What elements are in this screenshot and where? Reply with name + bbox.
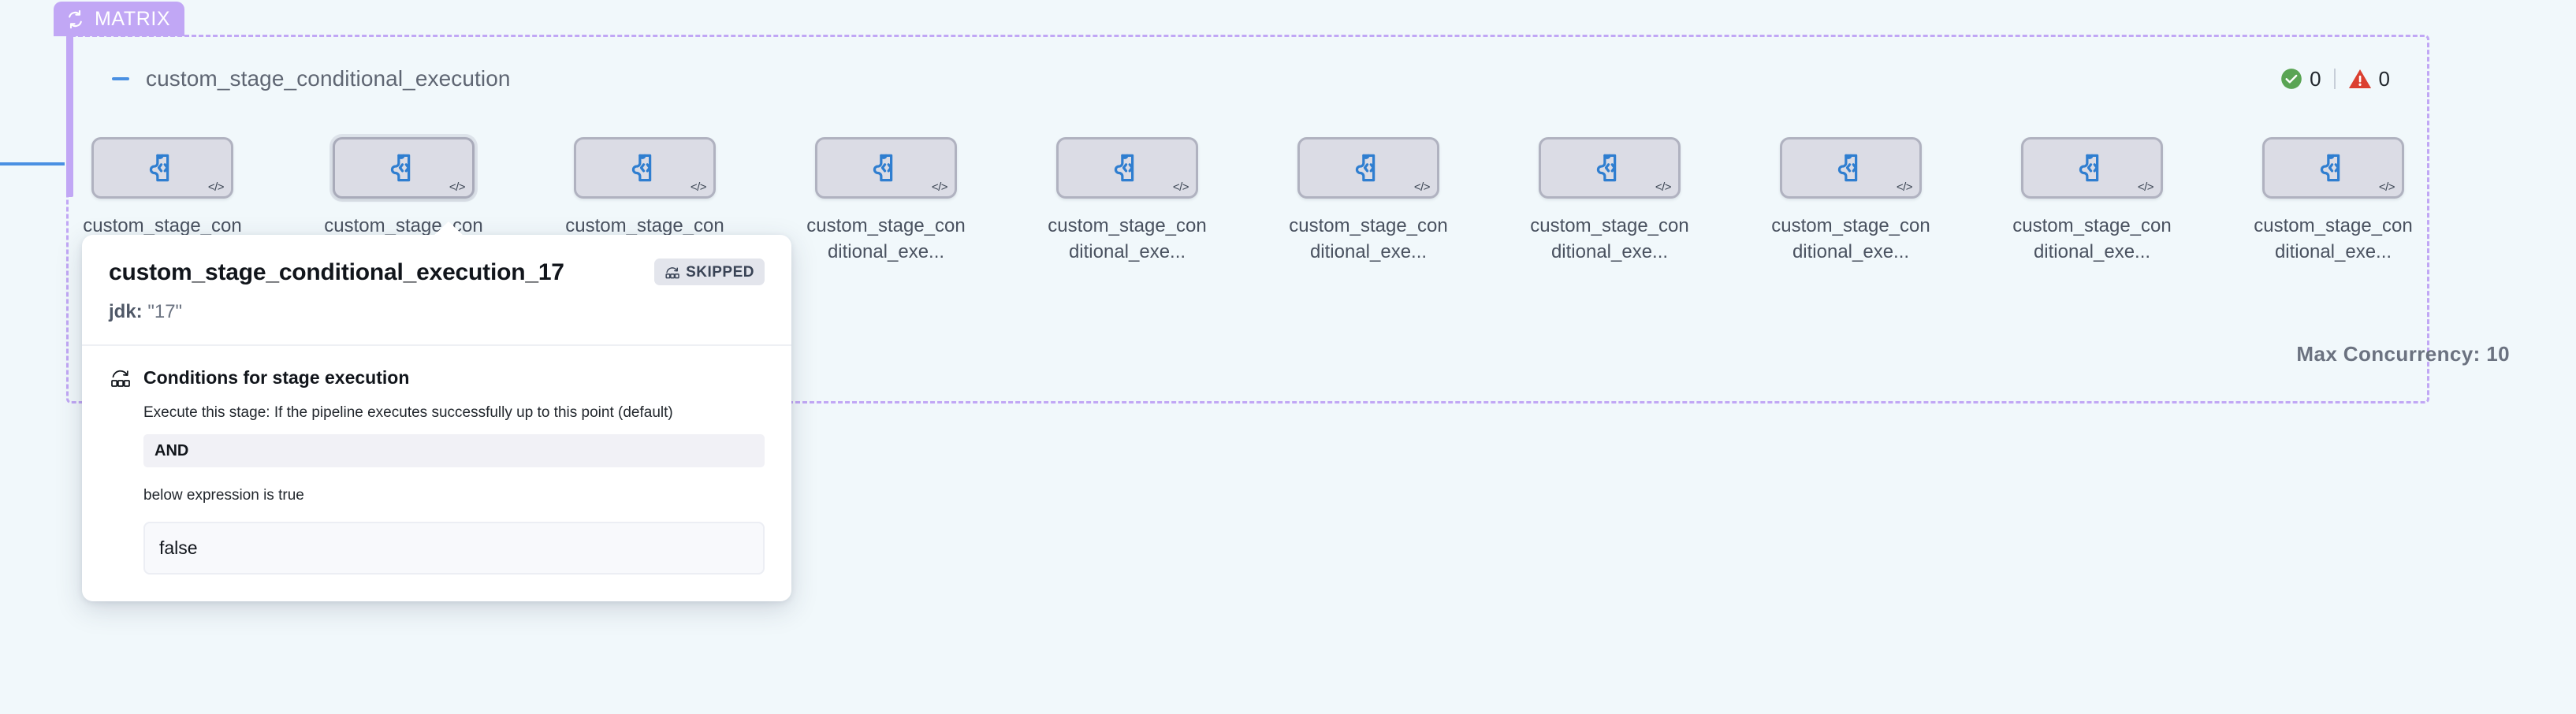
matrix-node-box[interactable]: </> — [1056, 137, 1198, 199]
matrix-node-box[interactable]: </> — [333, 137, 475, 199]
matrix-node-box[interactable]: </> — [1780, 137, 1922, 199]
custom-stage-icon — [1352, 151, 1385, 184]
matrix-node-label: custom_stage_conditional_exe... — [1771, 215, 1930, 263]
status-badge-label: SKIPPED — [686, 263, 754, 281]
matrix-node-label: custom_stage_conditional_exe... — [1530, 215, 1689, 263]
popover-divider — [82, 344, 791, 347]
custom-stage-icon — [387, 151, 420, 184]
stage-details-popover: custom_stage_conditional_execution_17 SK… — [82, 221, 791, 602]
popover-title: custom_stage_conditional_execution_17 — [109, 259, 564, 285]
matrix-node[interactable]: </> custom_stage_conditional_exe... — [1283, 126, 1454, 265]
code-icon: </> — [2137, 180, 2154, 194]
code-icon: </> — [449, 180, 466, 194]
matrix-axis-val: "17" — [147, 301, 183, 322]
matrix-node[interactable]: </> custom_stage_conditional_exe... — [2007, 126, 2177, 265]
group-title: custom_stage_conditional_execution — [146, 66, 511, 91]
success-count: 0 — [2310, 67, 2321, 91]
custom-stage-icon — [2075, 151, 2109, 184]
conditions-header: Conditions for stage execution — [109, 366, 765, 390]
popover-arrow — [434, 221, 463, 236]
custom-stage-icon — [1593, 151, 1626, 184]
matrix-node[interactable]: </> custom_stage_conditional_exe... — [801, 126, 971, 265]
matrix-group-container — [66, 35, 2429, 403]
max-concurrency-label: Max Concurrency: 10 — [2296, 342, 2510, 366]
warning-count: 0 — [2378, 67, 2390, 91]
warning-triangle-icon — [2348, 68, 2372, 90]
conditions-expression-field[interactable]: false — [143, 521, 765, 575]
custom-stage-icon — [146, 151, 179, 184]
custom-stage-icon — [628, 151, 661, 184]
matrix-node-label: custom_stage_conditional_exe... — [2012, 215, 2172, 263]
matrix-node-box[interactable]: </> — [815, 137, 957, 199]
check-circle-icon — [2280, 68, 2302, 90]
conditions-note: below expression is true — [143, 486, 304, 504]
conditions-description: Execute this stage: If the pipeline exec… — [143, 404, 673, 422]
matrix-node[interactable]: </> custom_stage_conditional_exe... — [2248, 126, 2418, 265]
popover-header: custom_stage_conditional_execution_17 SK… — [82, 235, 791, 344]
matrix-type-chip: MATRIX — [54, 2, 185, 36]
matrix-node[interactable]: </> custom_stage_conditional_exe... — [1042, 126, 1212, 265]
counter-divider — [2333, 69, 2336, 89]
minus-icon — [112, 77, 129, 80]
code-icon: </> — [207, 180, 225, 194]
code-icon: </> — [1655, 180, 1672, 194]
matrix-node[interactable]: </> custom_stage_conditional_exe... — [1524, 126, 1695, 265]
matrix-node-label: custom_stage_conditional_exe... — [1289, 215, 1448, 263]
matrix-node-box[interactable]: </> — [2021, 137, 2163, 199]
matrix-node[interactable]: </> custom_stage_conditional_exe... — [1766, 126, 1936, 265]
matrix-node-box[interactable]: </> — [91, 137, 233, 199]
warning-counter: 0 — [2336, 68, 2403, 90]
status-badge: SKIPPED — [654, 258, 765, 285]
skip-icon — [664, 264, 680, 280]
conditions-operator: AND — [143, 433, 765, 467]
loop-icon — [65, 9, 86, 30]
matrix-node-box[interactable]: </> — [1297, 137, 1439, 199]
conditions-icon — [109, 366, 132, 390]
matrix-nodes-row: </> custom_stage_conditional_exe... </> cus… — [66, 126, 2429, 307]
status-counters: 0 0 — [2268, 68, 2403, 90]
matrix-node-box[interactable]: </> — [574, 137, 716, 199]
matrix-node-box[interactable]: </> — [2262, 137, 2404, 199]
code-icon: </> — [2378, 180, 2395, 194]
code-icon: </> — [690, 180, 707, 194]
custom-stage-icon — [2317, 151, 2350, 184]
matrix-group-header: custom_stage_conditional_execution 0 — [66, 57, 2429, 101]
code-icon: </> — [931, 180, 948, 194]
incoming-connector-line — [0, 162, 65, 165]
code-icon: </> — [1172, 180, 1189, 194]
matrix-axis-key: jdk: — [109, 301, 143, 322]
custom-stage-icon — [869, 151, 903, 184]
collapse-toggle-button[interactable] — [107, 65, 134, 92]
matrix-node-label: custom_stage_conditional_exe... — [2254, 215, 2413, 263]
success-counter: 0 — [2268, 68, 2333, 90]
popover-body: Conditions for stage execution Execute t… — [82, 346, 791, 601]
code-icon: </> — [1896, 180, 1913, 194]
custom-stage-icon — [1834, 151, 1867, 184]
code-icon: </> — [1413, 180, 1431, 194]
matrix-node-label: custom_stage_conditional_exe... — [1048, 215, 1207, 263]
matrix-axis-value: jdk: "17" — [109, 299, 765, 324]
conditions-heading: Conditions for stage execution — [143, 367, 410, 389]
matrix-node-label: custom_stage_conditional_exe... — [806, 215, 966, 263]
matrix-chip-label: MATRIX — [95, 7, 171, 30]
custom-stage-icon — [1111, 151, 1144, 184]
matrix-node-box[interactable]: </> — [1539, 137, 1681, 199]
